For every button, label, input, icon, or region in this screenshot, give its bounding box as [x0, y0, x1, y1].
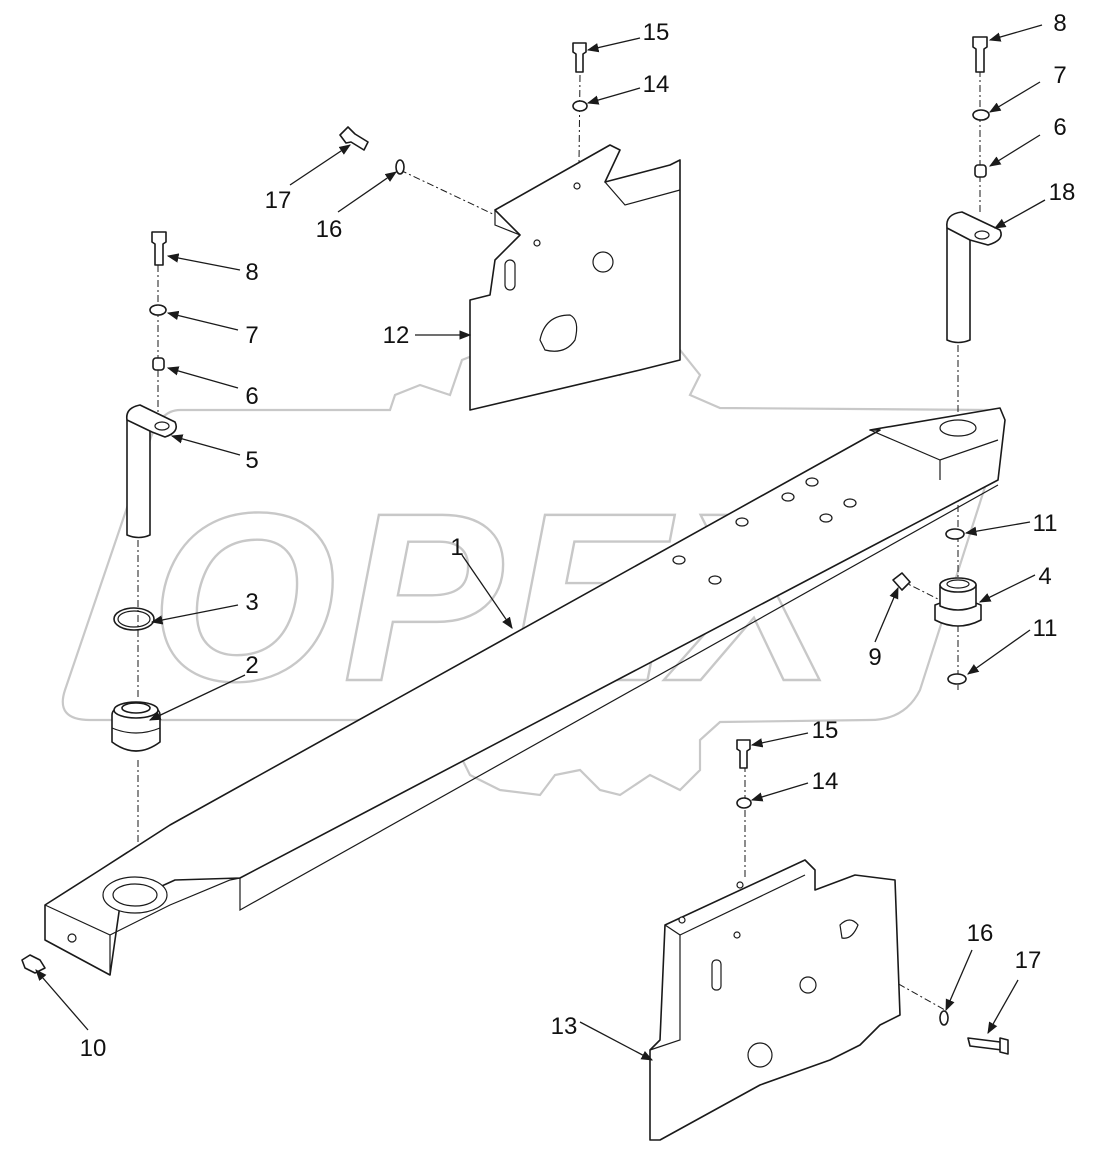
upper-bracket: [469, 144, 681, 411]
callout-4: 4: [1038, 563, 1051, 590]
callout-8-right: 8: [1053, 10, 1066, 37]
callout-1: 1: [450, 534, 463, 561]
callout-14-lower: 14: [812, 768, 839, 795]
pin-right: [945, 211, 1002, 344]
callout-18: 18: [1049, 179, 1076, 206]
bolts: [151, 36, 1009, 1055]
callout-3: 3: [245, 589, 258, 616]
callout-13: 13: [551, 1013, 578, 1040]
callout-12: 12: [383, 322, 410, 349]
callout-7-left: 7: [245, 322, 258, 349]
callout-14-upper: 14: [643, 71, 670, 98]
lower-bracket: [649, 859, 901, 1141]
callout-10: 10: [80, 1035, 107, 1062]
callout-17-lower: 17: [1015, 947, 1042, 974]
callout-6-right: 6: [1053, 114, 1066, 141]
callout-2: 2: [245, 652, 258, 679]
main-bar: [44, 407, 1006, 976]
snap-ring: [113, 607, 155, 631]
callout-8-left: 8: [245, 259, 258, 286]
callout-6-left: 6: [245, 383, 258, 410]
callout-16-upper: 16: [316, 216, 343, 243]
callout-16-lower: 16: [967, 920, 994, 947]
callout-9: 9: [868, 644, 881, 671]
callout-11-lower: 11: [1033, 615, 1058, 642]
callout-15-lower: 15: [812, 717, 839, 744]
callout-17-upper: 17: [265, 187, 292, 214]
bushing-right: [934, 577, 982, 627]
watermark-logo: OPEX: [61, 343, 1005, 797]
callout-labels: 1 2 3 4 5 6 6 7 7 8 8 9 10 11 11 12 13 1…: [80, 10, 1076, 1062]
callout-11-upper: 11: [1033, 510, 1058, 537]
washers-and-spacers: [149, 100, 990, 1026]
pin-left: [125, 404, 178, 539]
callout-5: 5: [245, 447, 258, 474]
grease-fittings: [21, 572, 911, 974]
bushing-left: [111, 701, 161, 752]
callout-15-upper: 15: [643, 19, 670, 46]
callout-7-right: 7: [1053, 62, 1066, 89]
leader-arrows: [35, 24, 1046, 1061]
